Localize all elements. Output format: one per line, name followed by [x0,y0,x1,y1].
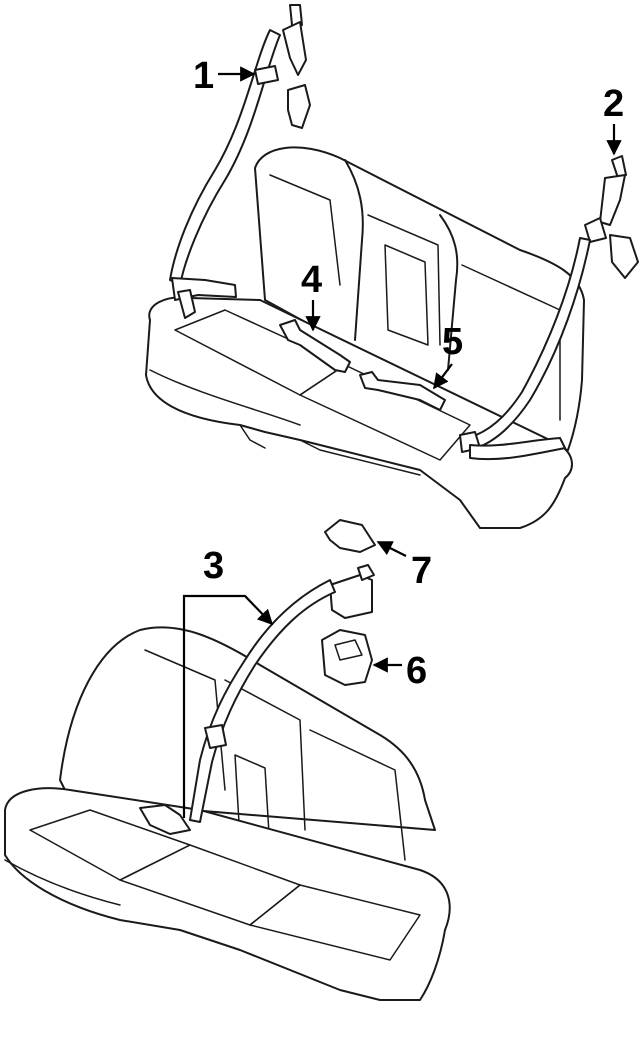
callout-4: 4 [301,259,322,301]
callout-3: 3 [203,545,224,587]
rear-seat-top-illustration [145,4,639,529]
part-7-cover [324,519,376,553]
callout-5: 5 [442,321,463,363]
rear-seat-bottom-illustration [4,579,451,1001]
callout-6: 6 [406,650,427,692]
callout-1: 1 [193,55,214,97]
callout-2: 2 [603,83,624,125]
part-3-anchor [329,574,373,619]
part-6-bezel [321,629,373,686]
callout-7: 7 [411,550,432,592]
